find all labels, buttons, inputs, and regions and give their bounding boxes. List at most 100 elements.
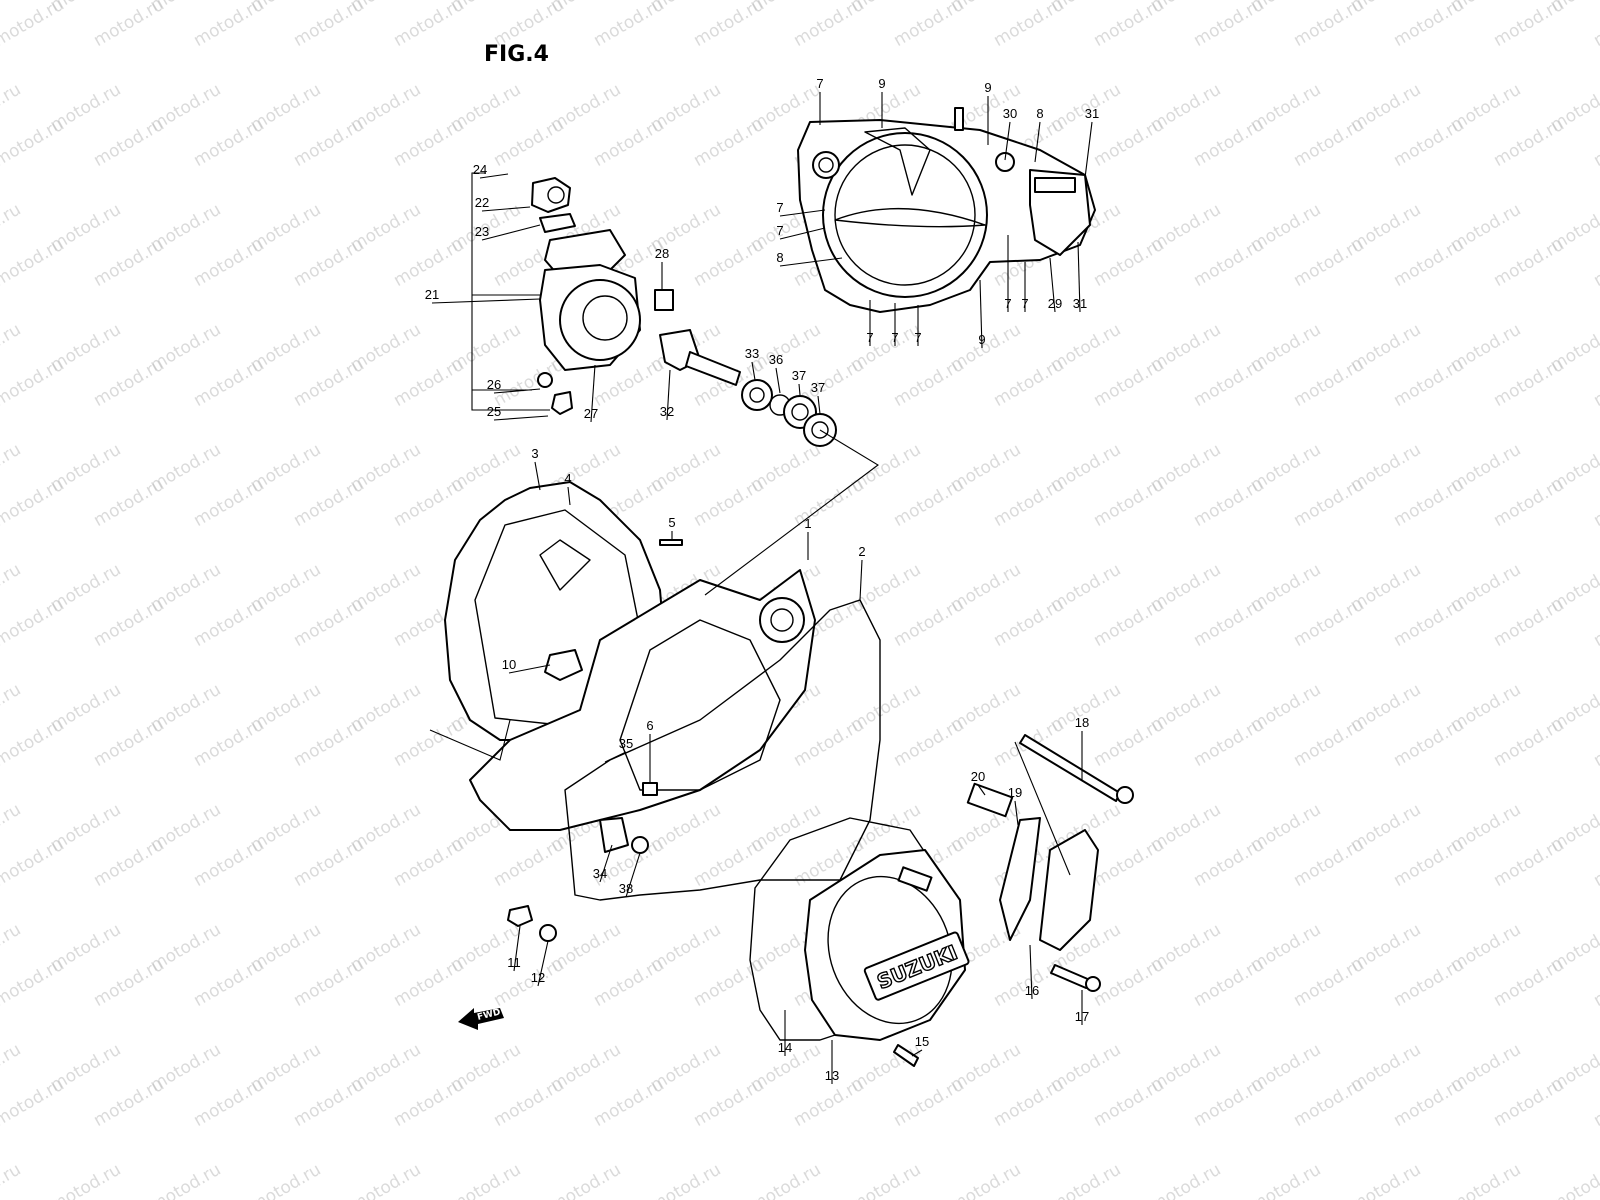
watermark-text: motod.ru <box>390 1195 468 1200</box>
watermark-text: motod.ru <box>590 955 668 1011</box>
callout-label-38: 38 <box>619 881 633 896</box>
watermark-text: motod.ru <box>190 0 268 51</box>
watermark-text: motod.ru <box>1490 595 1568 651</box>
callout-label-31: 31 <box>1073 296 1087 311</box>
watermark-text: motod.ru <box>1590 835 1600 891</box>
watermark-text: motod.ru <box>890 1075 968 1131</box>
callout-leader-27 <box>590 364 596 423</box>
watermark-text: motod.ru <box>1090 115 1168 171</box>
callout-label-7: 7 <box>816 76 823 91</box>
callout-label-6: 6 <box>646 718 653 733</box>
watermark-text: motod.ru <box>590 0 668 51</box>
watermark-text: motod.ru <box>1190 955 1268 1011</box>
watermark-text: motod.ru <box>1190 235 1268 291</box>
callout-label-23: 23 <box>475 224 489 239</box>
watermark-text: motod.ru <box>190 235 268 291</box>
watermark-text: motod.ru <box>990 1195 1068 1200</box>
callout-label-2: 2 <box>858 544 865 559</box>
callout-label-32: 32 <box>660 404 674 419</box>
watermark-text: motod.ru <box>1190 715 1268 771</box>
crankcase-cover-part <box>444 481 816 831</box>
watermark-text: motod.ru <box>0 560 24 616</box>
callout-leader-4 <box>567 486 571 506</box>
watermark-text: motod.ru <box>1290 1075 1368 1131</box>
callout-label-30: 30 <box>1003 106 1017 121</box>
watermark-text: motod.ru <box>290 355 368 411</box>
callout-label-7: 7 <box>1021 296 1028 311</box>
figure-title: FIG.4 <box>484 42 549 67</box>
watermark-text: motod.ru <box>347 1160 425 1200</box>
watermark-text: motod.ru <box>890 0 968 51</box>
watermark-text: motod.ru <box>0 115 68 171</box>
watermark-text: motod.ru <box>0 920 24 976</box>
callout-label-24: 24 <box>473 162 487 177</box>
watermark-text: motod.ru <box>990 1075 1068 1131</box>
watermark-text: motod.ru <box>1490 1195 1568 1200</box>
watermark-text: motod.ru <box>290 715 368 771</box>
watermark-text: motod.ru <box>290 235 368 291</box>
callout-leader-23 <box>481 224 541 241</box>
watermark-text: motod.ru <box>790 1075 868 1131</box>
watermark-text: motod.ru <box>690 835 768 891</box>
watermark-text: motod.ru <box>1590 0 1600 51</box>
watermark-text: motod.ru <box>690 0 768 51</box>
watermark-text: motod.ru <box>590 115 668 171</box>
watermark-text: motod.ru <box>1390 1195 1468 1200</box>
callout-label-28: 28 <box>655 246 669 261</box>
watermark-text: motod.ru <box>1490 475 1568 531</box>
watermark-text: motod.ru <box>0 680 24 736</box>
watermark-text: motod.ru <box>390 355 468 411</box>
watermark-text: motod.ru <box>290 1075 368 1131</box>
watermark-text: motod.ru <box>890 355 968 411</box>
watermark-text: motod.ru <box>0 320 24 376</box>
watermark-text: motod.ru <box>447 1160 525 1200</box>
callout-leader-38 <box>625 852 641 898</box>
callout-leader-30 <box>1004 121 1011 161</box>
watermark-text: motod.ru <box>1290 835 1368 891</box>
watermark-text: motod.ru <box>947 1160 1025 1200</box>
watermark-text: motod.ru <box>1047 1160 1125 1200</box>
watermark-text: motod.ru <box>190 955 268 1011</box>
watermark-text: motod.ru <box>1190 595 1268 651</box>
watermark-text: motod.ru <box>290 835 368 891</box>
callout-leader-29 <box>1049 257 1056 313</box>
watermark-text: motod.ru <box>390 475 468 531</box>
watermark-text: motod.ru <box>1590 235 1600 291</box>
watermark-text: motod.ru <box>0 595 68 651</box>
watermark-text: motod.ru <box>0 440 24 496</box>
watermark-text: motod.ru <box>290 475 368 531</box>
watermark-text: motod.ru <box>490 955 568 1011</box>
callout-leader-9 <box>979 279 983 349</box>
watermark-text: motod.ru <box>90 835 168 891</box>
watermark-text: motod.ru <box>1090 355 1168 411</box>
watermark-text: motod.ru <box>490 1075 568 1131</box>
watermark-text: motod.ru <box>1547 1160 1600 1200</box>
watermark-text: motod.ru <box>547 1160 625 1200</box>
watermark-text: motod.ru <box>190 1195 268 1200</box>
callout-leader-19 <box>1014 800 1019 826</box>
watermark-text: motod.ru <box>1447 1160 1525 1200</box>
watermark-text: motod.ru <box>1090 0 1168 51</box>
watermark-text: motod.ru <box>0 955 68 1011</box>
callout-label-5: 5 <box>668 515 675 530</box>
watermark-text: motod.ru <box>990 595 1068 651</box>
watermark-text: motod.ru <box>1190 1075 1268 1131</box>
watermark-text: motod.ru <box>90 115 168 171</box>
callout-leader-15 <box>911 1049 923 1057</box>
watermark-text: motod.ru <box>1390 715 1468 771</box>
callout-label-9: 9 <box>878 76 885 91</box>
watermark-text: motod.ru <box>0 355 68 411</box>
callout-leader-3 <box>534 461 541 491</box>
watermark-text: motod.ru <box>90 235 168 291</box>
watermark-text: motod.ru <box>590 1075 668 1131</box>
watermark-text: motod.ru <box>0 835 68 891</box>
watermark-text: motod.ru <box>1490 115 1568 171</box>
callout-label-11: 11 <box>507 955 521 970</box>
callout-label-31: 31 <box>1085 106 1099 121</box>
watermark-text: motod.ru <box>290 1195 368 1200</box>
watermark-text: motod.ru <box>190 1075 268 1131</box>
watermark-text: motod.ru <box>690 115 768 171</box>
watermark-text: motod.ru <box>1290 115 1368 171</box>
watermark-text: motod.ru <box>90 595 168 651</box>
